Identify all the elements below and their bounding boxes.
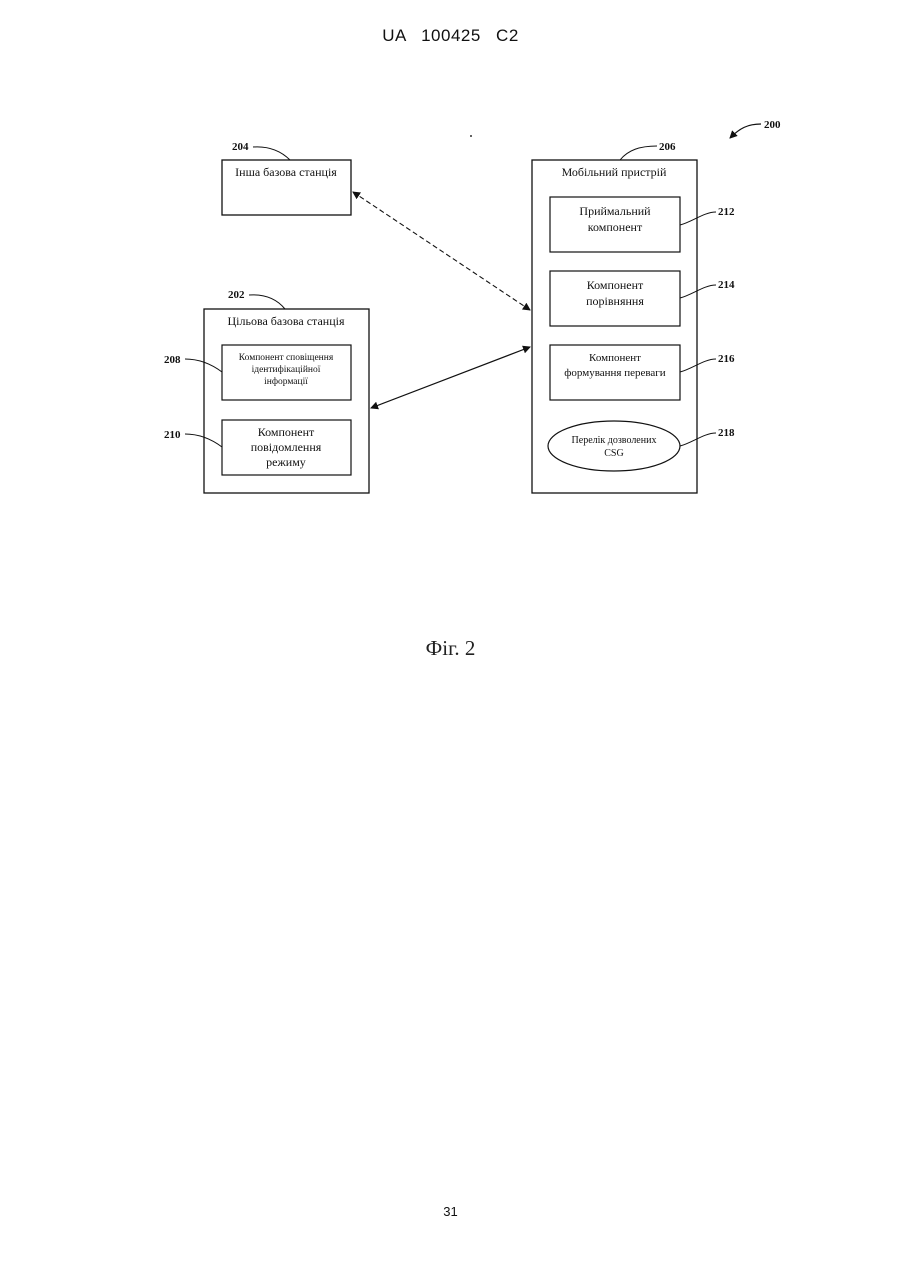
comparison-component-line2: порівняння [586,294,644,308]
allowed-csg-list-line1: Перелік дозволених [572,435,657,446]
ref-210: 210 [164,429,181,441]
preference-component-line2: формування переваги [564,367,666,379]
scan-dot [470,135,472,137]
other-base-station-label: Інша базова станція [235,165,337,179]
ref-218: 218 [718,427,735,439]
ref-212-leader [680,212,716,225]
ref-206: 206 [659,141,676,153]
ref-214-leader [680,285,716,298]
ref-216: 216 [718,353,735,365]
ref-204: 204 [232,141,249,153]
solid-link-target-station-to-mobile [371,347,530,408]
preference-component-line1: Компонент [589,352,641,364]
receiving-component-line1: Приймальний [579,204,651,218]
identity-notification-line1: Компонент сповіщення [239,353,334,363]
comparison-component-line1: Компонент [587,278,644,292]
ref-200-arrow [730,124,761,138]
identity-notification-line2: ідентифікаційної [252,364,321,375]
allowed-csg-list-ellipse [548,421,680,471]
allowed-csg-list-line2: CSG [604,448,623,459]
ref-202: 202 [228,289,245,301]
ref-216-leader [680,359,716,372]
ref-218-leader [680,433,716,446]
ref-208: 208 [164,354,181,366]
ref-200: 200 [764,119,781,131]
page-number: 31 [0,1204,901,1219]
mode-notification-line3: режиму [266,455,306,469]
dashed-link-other-station-to-mobile [353,192,530,310]
receiving-component-line2: компонент [588,220,643,234]
ref-202-leader [249,295,285,309]
target-base-station-label: Цільова базова станція [228,314,345,328]
mode-notification-line2: повідомлення [251,440,322,454]
mobile-device-label: Мобільний пристрій [562,165,667,179]
ref-214: 214 [718,279,735,291]
ref-204-leader [253,147,290,160]
identity-notification-line3: інформації [264,376,308,387]
mode-notification-line1: Компонент [258,425,315,439]
block-diagram: 200 204 Інша базова станція 206 Мобільни… [0,0,901,620]
ref-212: 212 [718,206,735,218]
figure-caption: Фіг. 2 [0,636,901,661]
ref-206-leader [620,146,657,160]
